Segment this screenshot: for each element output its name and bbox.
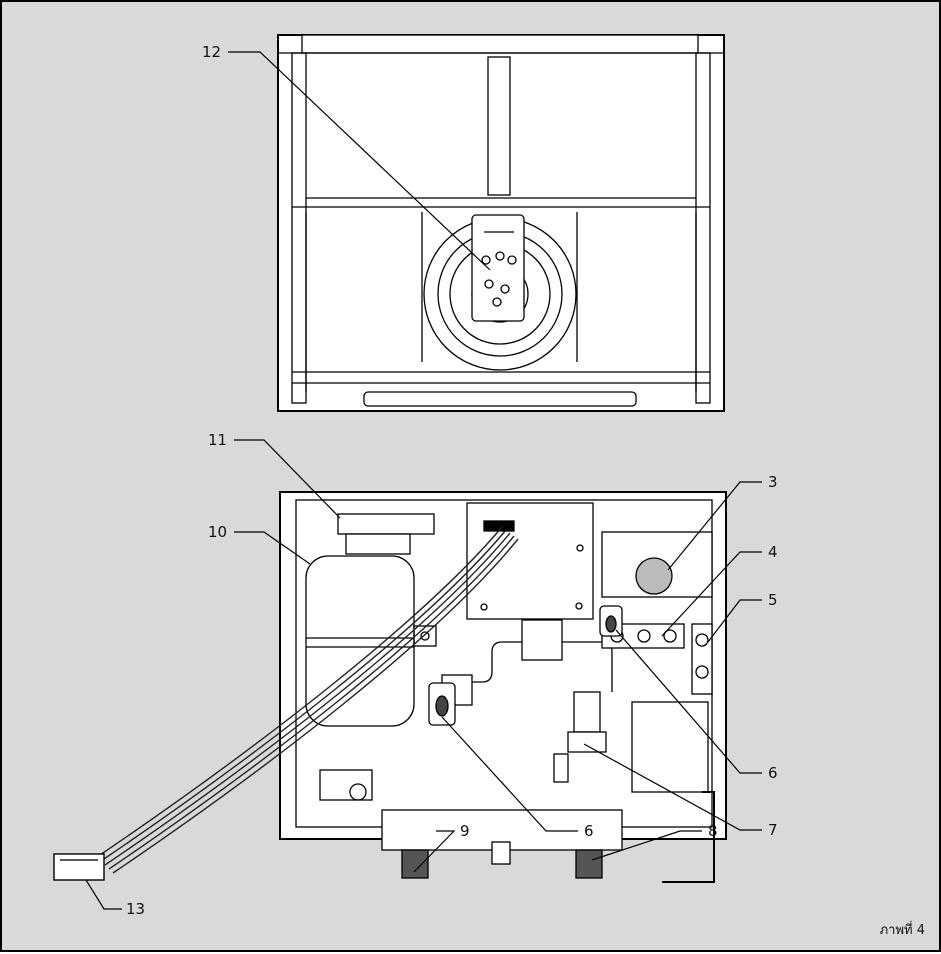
leader-lines — [85, 51, 762, 910]
callout-8: 8 — [708, 822, 718, 840]
callout-6-bottom: 6 — [584, 822, 594, 840]
callout-11: 11 — [208, 431, 228, 449]
callout-10: 10 — [208, 523, 228, 541]
callout-6-right: 6 — [768, 764, 778, 782]
top-unit — [277, 34, 725, 412]
callout-4: 4 — [768, 543, 778, 561]
callout-13: 13 — [126, 900, 146, 918]
callout-5: 5 — [768, 591, 778, 609]
callout-7: 7 — [768, 821, 778, 839]
callout-12: 12 — [202, 43, 222, 61]
figure-caption: ภาพที่ 4 — [879, 923, 925, 938]
callout-3: 3 — [768, 473, 778, 491]
ribbon-cable — [53, 526, 519, 881]
callout-9: 9 — [460, 822, 470, 840]
